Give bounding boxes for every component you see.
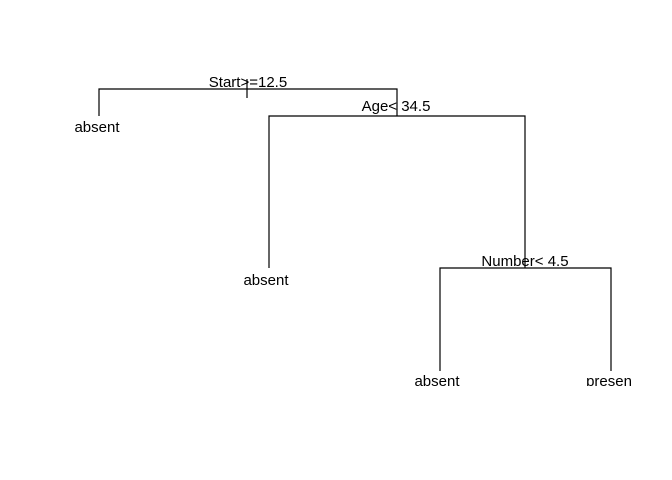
number-split-connector (439, 267, 612, 371)
leaf-number-left-label: absent (414, 373, 460, 390)
root-split-label: Start>=12.5 (209, 74, 287, 91)
tree-plot-area: Start>=12.5 Age< 34.5 Number< 4.5 absent… (74, 74, 632, 390)
leaf-start-left-label: absent (74, 119, 120, 136)
age-split-connector (268, 115, 526, 268)
root-split-connector (98, 88, 398, 116)
root-split-branch (98, 79, 398, 116)
leaf-age-left-label: absent (243, 272, 289, 289)
age-split-label: Age< 34.5 (362, 98, 431, 115)
number-split-label: Number< 4.5 (481, 253, 568, 270)
leaf-number-right-label: presen (586, 373, 632, 390)
